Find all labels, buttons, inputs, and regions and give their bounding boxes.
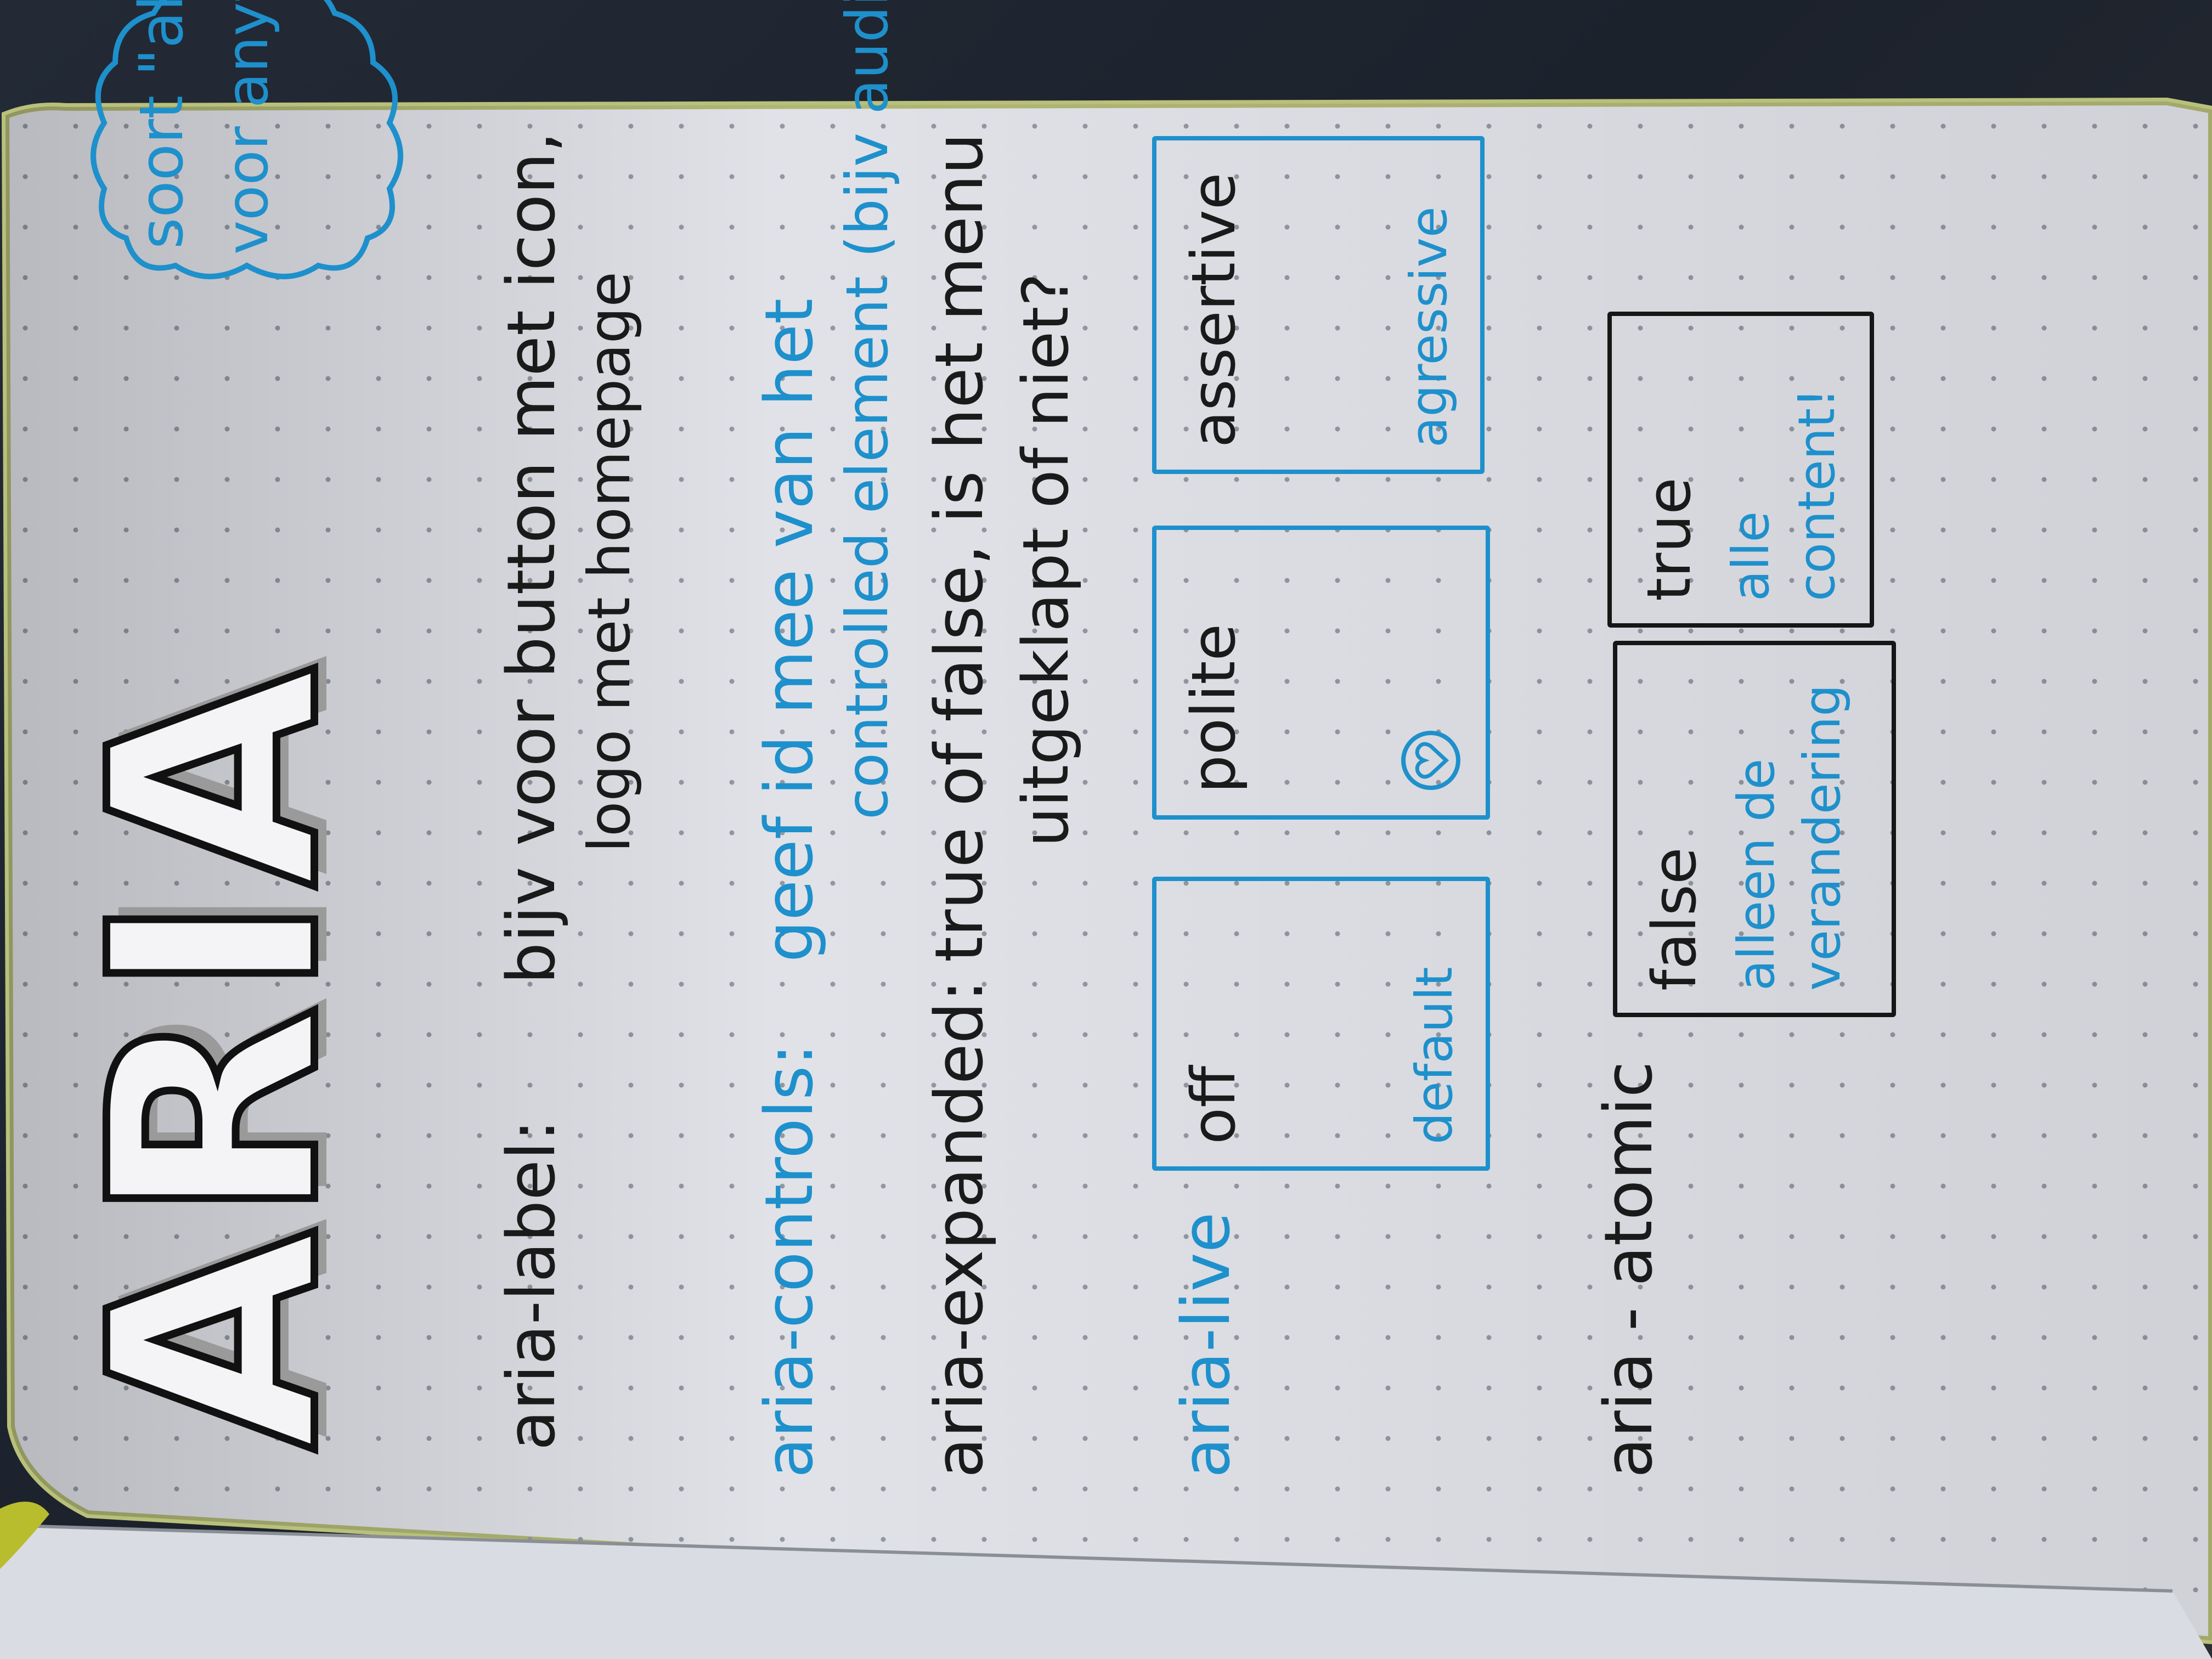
aria-live-assertive-value: assertive xyxy=(1178,172,1249,448)
aria-controls-term: aria-controls: xyxy=(752,1043,828,1478)
aria-live-off-note: default xyxy=(1405,967,1464,1144)
cloud-line-1: soort "alt" xyxy=(126,0,196,249)
aria-label-line-1: bijv voor button met icon, xyxy=(494,131,570,984)
aria-controls-line-2: controlled element (bijv audio) xyxy=(834,0,901,820)
aria-atomic-term: aria - atomic xyxy=(1591,1061,1667,1478)
aria-atomic-true-note-1: alle xyxy=(1722,511,1780,601)
aria-live-off-box: off default xyxy=(1152,877,1490,1171)
cloud-bubble xyxy=(91,0,403,279)
aria-live-polite-box: polite xyxy=(1152,526,1490,820)
aria-atomic-true-value: true xyxy=(1634,477,1704,601)
aria-atomic-false-value: false xyxy=(1639,847,1709,991)
page-title: ARIA xyxy=(46,657,386,1454)
aria-controls-line-1: geef id mee van het xyxy=(752,298,828,962)
aria-atomic-false-box: false alleen de verandering xyxy=(1613,641,1896,1017)
aria-live-off-value: off xyxy=(1178,1065,1249,1144)
aria-atomic-true-box: true alle content! xyxy=(1607,312,1874,628)
heart-icon xyxy=(1401,731,1460,790)
aria-live-assertive-note: agressive xyxy=(1400,206,1458,448)
aria-expanded-term: aria-expanded: xyxy=(922,979,998,1478)
aria-atomic-false-note-1: alleen de xyxy=(1727,758,1786,991)
aria-expanded-line-1: true of false, is het menu xyxy=(922,133,998,962)
cloud-line-2: voor anything ! xyxy=(214,0,281,255)
aria-live-assertive-box: assertive agressive xyxy=(1152,136,1485,474)
aria-expanded-line-2: uitgeklapt of niet? xyxy=(1009,273,1083,847)
aria-live-polite-value: polite xyxy=(1178,623,1249,793)
aria-atomic-false-note-2: verandering xyxy=(1793,684,1852,991)
aria-label-line-2: logo met homepage xyxy=(576,271,643,853)
aria-live-term: aria-live xyxy=(1169,1212,1245,1478)
aria-label-term: aria-label: xyxy=(494,1119,570,1451)
aria-atomic-true-note-2: content! xyxy=(1787,387,1846,601)
